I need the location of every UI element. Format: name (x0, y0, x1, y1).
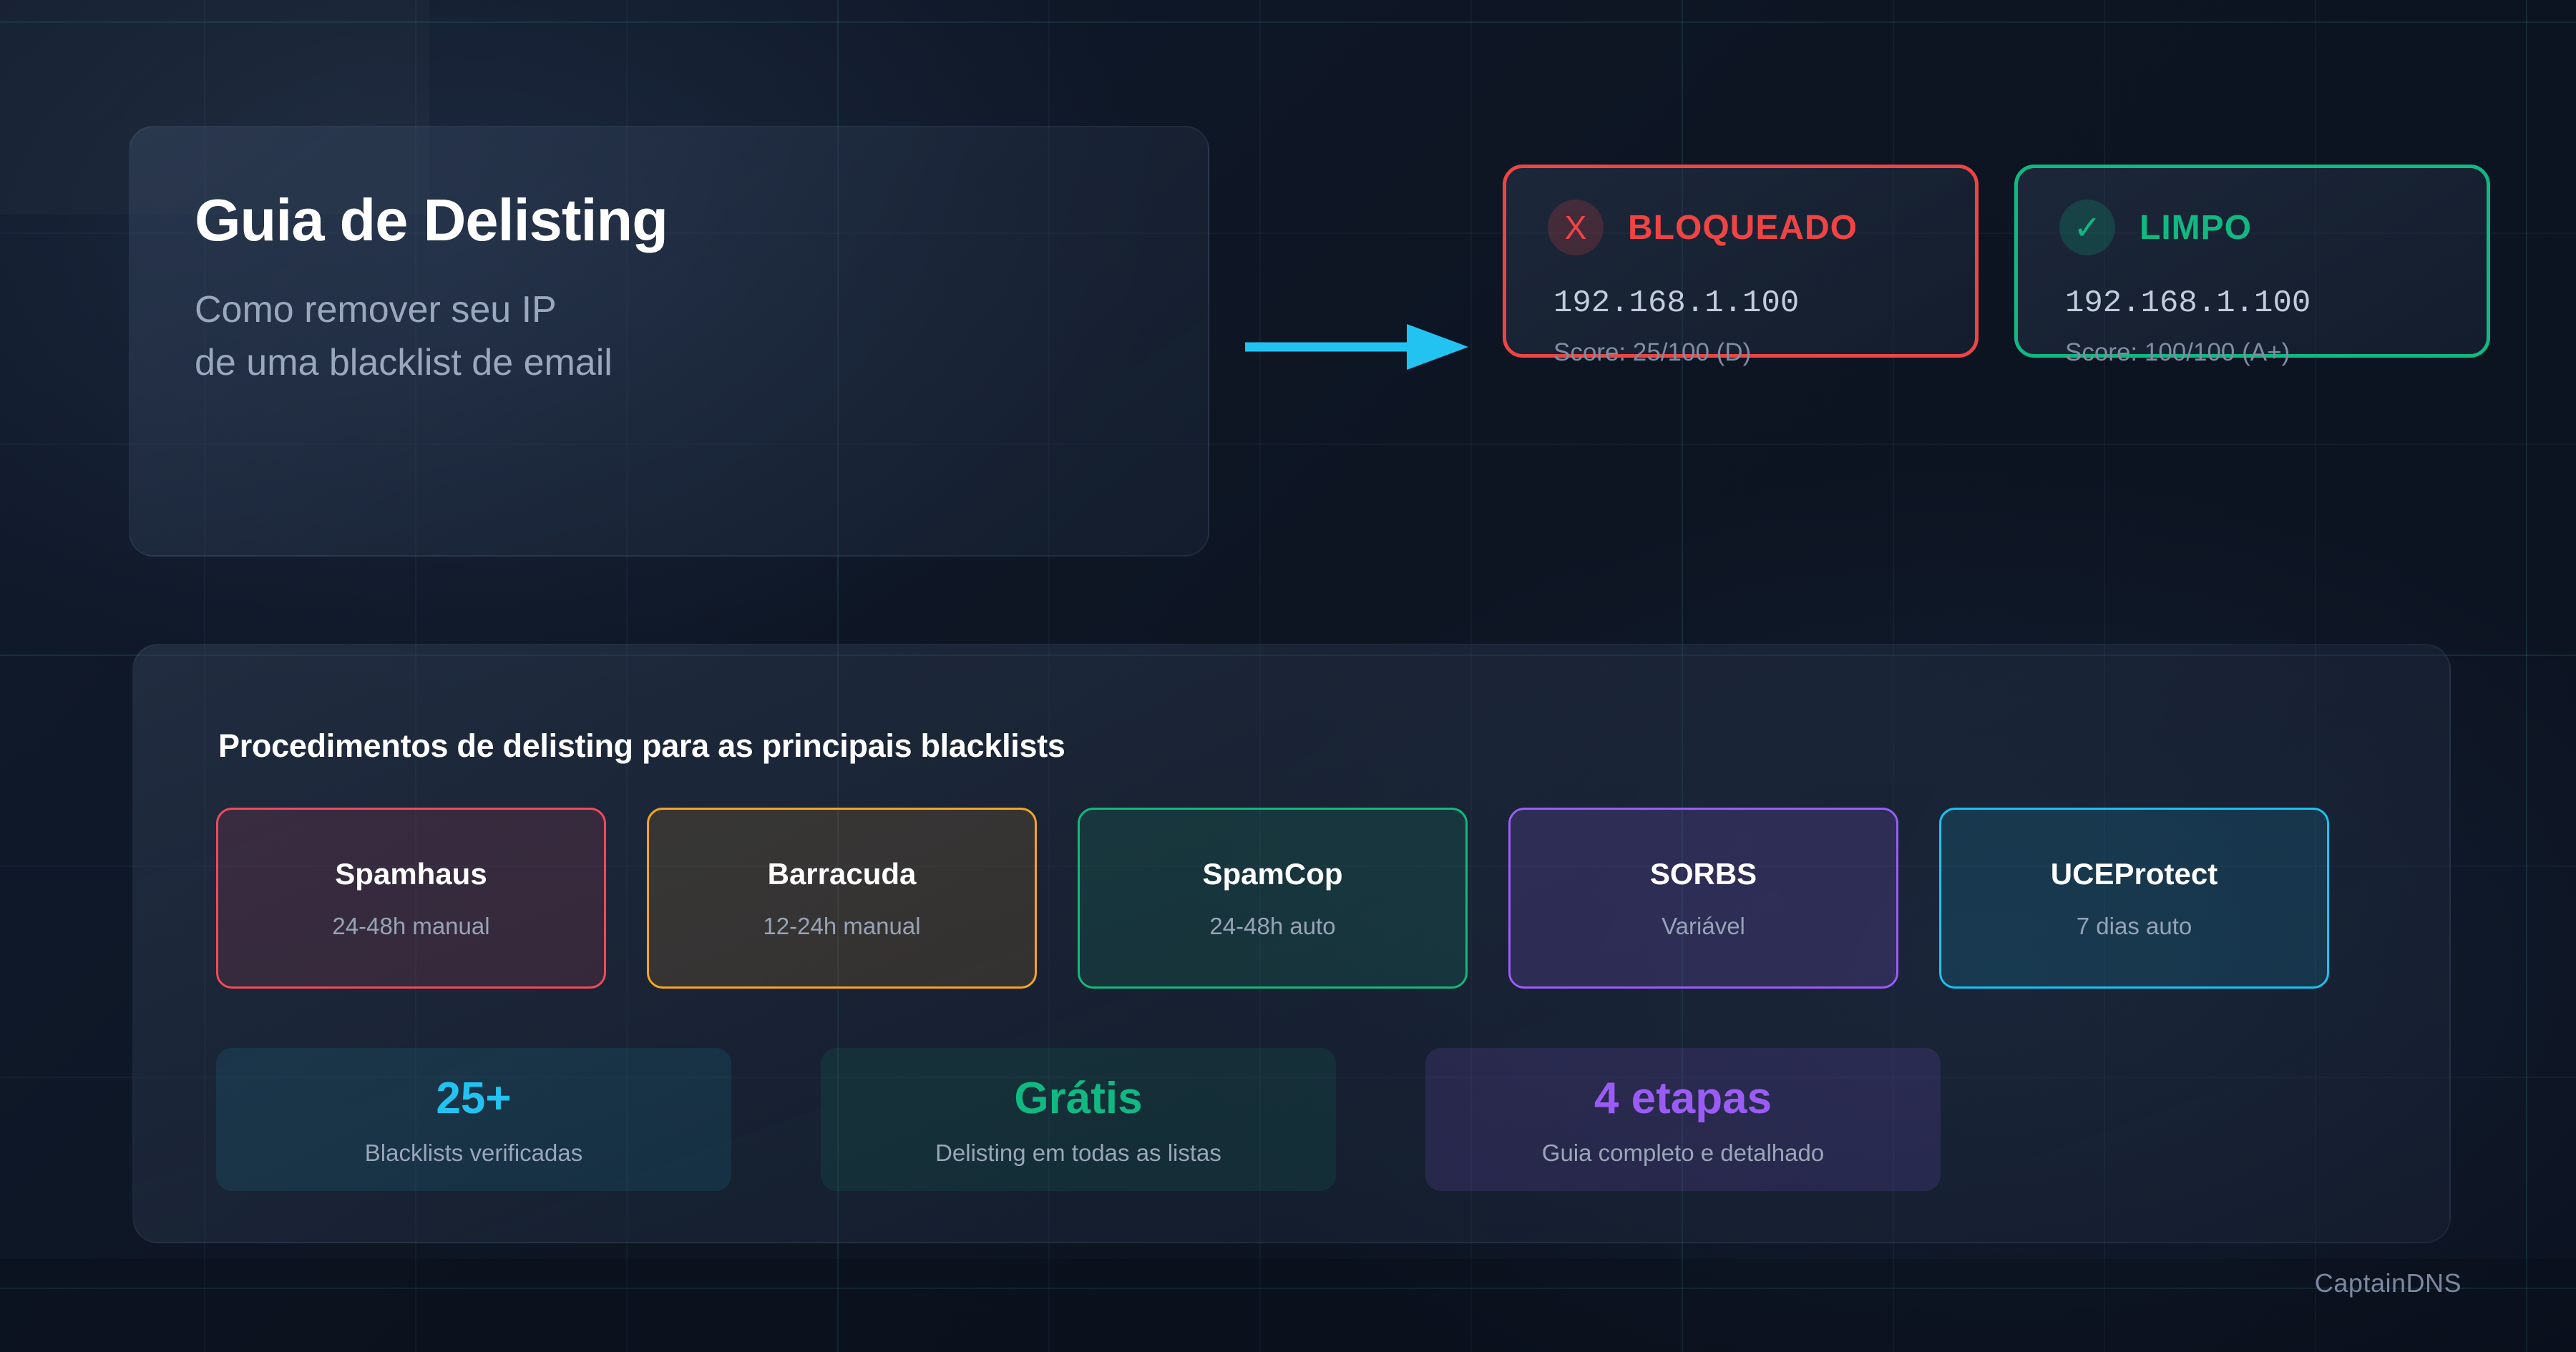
status-header-blocked: X BLOQUEADO (1548, 200, 1933, 255)
blacklist-time: 24-48h manual (332, 912, 490, 939)
procedures-panel: Procedimentos de delisting para as princ… (132, 644, 2451, 1243)
stat-card: Grátis Delisting em todas as listas (821, 1048, 1336, 1191)
stat-label: Blacklists verificadas (364, 1139, 583, 1166)
blacklist-card[interactable]: SORBS Variável (1508, 808, 1898, 989)
check-mark-icon: ✓ (2059, 200, 2115, 255)
stat-value: 4 etapas (1594, 1073, 1772, 1123)
panel-title: Procedimentos de delisting para as princ… (218, 728, 1065, 764)
status-card-clean: ✓ LIMPO 192.168.1.100 Score: 100/100 (A+… (2014, 165, 2490, 366)
hero-subtitle: Como remover seu IP de uma blacklist de … (195, 284, 1143, 390)
status-badge: BLOQUEADO (1628, 208, 1858, 247)
arrow-right-icon (1245, 324, 1468, 370)
blacklist-name: Spamhaus (335, 856, 487, 891)
stat-value: Grátis (1014, 1073, 1143, 1123)
footer-brand: CaptainDNS (2314, 1268, 2462, 1298)
blacklist-time: 24-48h auto (1209, 912, 1336, 939)
hero-subtitle-line-2: de uma blacklist de email (195, 341, 613, 383)
blacklist-card-row: Spamhaus 24-48h manual Barracuda 12-24h … (216, 808, 2329, 989)
status-ip-value: 192.168.1.100 (2065, 285, 2311, 321)
x-mark-icon: X (1548, 200, 1604, 255)
status-header-clean: ✓ LIMPO (2059, 200, 2445, 255)
page-title: Guia de Delisting (195, 187, 668, 253)
status-ip-value: 192.168.1.100 (1553, 285, 1800, 321)
stat-label: Guia completo e detalhado (1541, 1139, 1825, 1166)
blacklist-time: 12-24h manual (763, 912, 921, 939)
blacklist-name: Barracuda (767, 856, 917, 891)
blacklist-name: SORBS (1649, 856, 1757, 891)
background-block-bottom (0, 1259, 2576, 1352)
hero-subtitle-line-1: Como remover seu IP (195, 289, 557, 331)
status-score-value: Score: 25/100 (D) (1553, 338, 1752, 366)
blacklist-card[interactable]: Barracuda 12-24h manual (647, 808, 1037, 989)
blacklist-card[interactable]: UCEProtect 7 dias auto (1939, 808, 2329, 989)
hero-card: Guia de Delisting Como remover seu IP de… (129, 126, 1209, 557)
blacklist-name: UCEProtect (2050, 856, 2218, 891)
blacklist-time: Variável (1662, 912, 1745, 939)
stat-label: Delisting em todas as listas (935, 1139, 1221, 1166)
stat-value: 25+ (436, 1073, 512, 1123)
blacklist-card[interactable]: Spamhaus 24-48h manual (216, 808, 606, 989)
stat-card: 4 etapas Guia completo e detalhado (1425, 1048, 1941, 1191)
status-badge: LIMPO (2140, 208, 2252, 247)
blacklist-time: 7 dias auto (2076, 912, 2192, 939)
blacklist-name: SpamCop (1202, 856, 1343, 891)
status-card-blocked: X BLOQUEADO 192.168.1.100 Score: 25/100 … (1503, 165, 1979, 366)
stat-card-row: 25+ Blacklists verificadas Grátis Delist… (216, 1048, 1941, 1191)
blacklist-card[interactable]: SpamCop 24-48h auto (1078, 808, 1468, 989)
status-score-value: Score: 100/100 (A+) (2065, 338, 2290, 366)
stat-card: 25+ Blacklists verificadas (216, 1048, 731, 1191)
